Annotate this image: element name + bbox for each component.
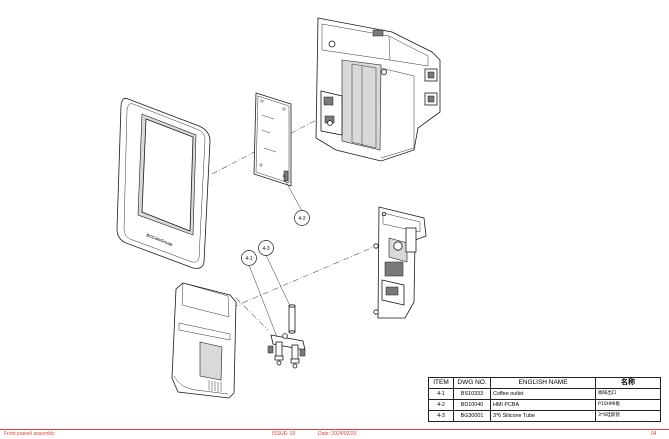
leader-lines [248,179,303,338]
balloon-4-2: 4-2 [294,210,310,226]
bom-cell-dwg: BD10040 [453,399,491,411]
svg-text:4-3: 4-3 [262,246,269,252]
bom-cell-item: 4-2 [428,399,454,411]
bom-header-dwg: DWG NO. [453,377,491,389]
bom-cell-dwg: BG30001 [453,410,491,422]
bom-cell-english: Coffee outlet [490,388,596,400]
footer-page-number: 04 [651,431,657,437]
hmi-pcba [253,92,292,187]
table-row: 4-3 BG30001 3*6 Silicone Tube 3*6硅胶管 [428,410,661,422]
footer-issue: ISSUE: 03 [272,431,296,437]
bom-cell-dwg: BS10333 [453,388,491,400]
footer-title: Front pannel assembly [4,431,55,437]
svg-text:4-2: 4-2 [298,216,305,222]
bom-header-chinese: 名称 [595,377,661,389]
footer-rule [0,429,669,430]
balloon-4-3: 4-3 [258,240,274,256]
mounting-bracket [373,206,427,319]
svg-text:4-1: 4-1 [245,256,252,262]
table-row: 4-2 BD10040 HMI PCBA P10HMI板 [428,399,661,411]
bom-cell-chinese: 3*6硅胶管 [595,410,661,422]
bom-cell-english: 3*6 Silicone Tube [490,410,596,422]
bom-cell-chinese: P10HMI板 [595,399,661,411]
lower-cover [171,282,237,399]
rear-housing [315,17,441,162]
bom-header-item: ITEM [428,377,454,389]
bom-cell-item: 4-3 [428,410,454,422]
bom-table: ITEM DWG NO. ENGLISH NAME 名称 4-1 BS10333… [428,377,661,422]
footer-date: Date: 2024/02/20 [318,431,357,437]
bom-cell-chinese: 咖啡出口 [595,388,661,400]
vent-slots [208,380,222,392]
silicone-tube [288,304,296,334]
table-row: 4-1 BS10333 Coffee outlet 咖啡出口 [428,388,661,400]
bom-header-english: ENGLISH NAME [490,377,596,389]
coffee-outlet-part [267,333,306,369]
balloon-4-1: 4-1 [241,250,257,266]
front-panel: BCCafeGroup [116,97,211,269]
bom-cell-english: HMI PCBA [490,399,596,411]
bom-cell-item: 4-1 [428,388,454,400]
bom-header-row: ITEM DWG NO. ENGLISH NAME 名称 [428,377,661,389]
